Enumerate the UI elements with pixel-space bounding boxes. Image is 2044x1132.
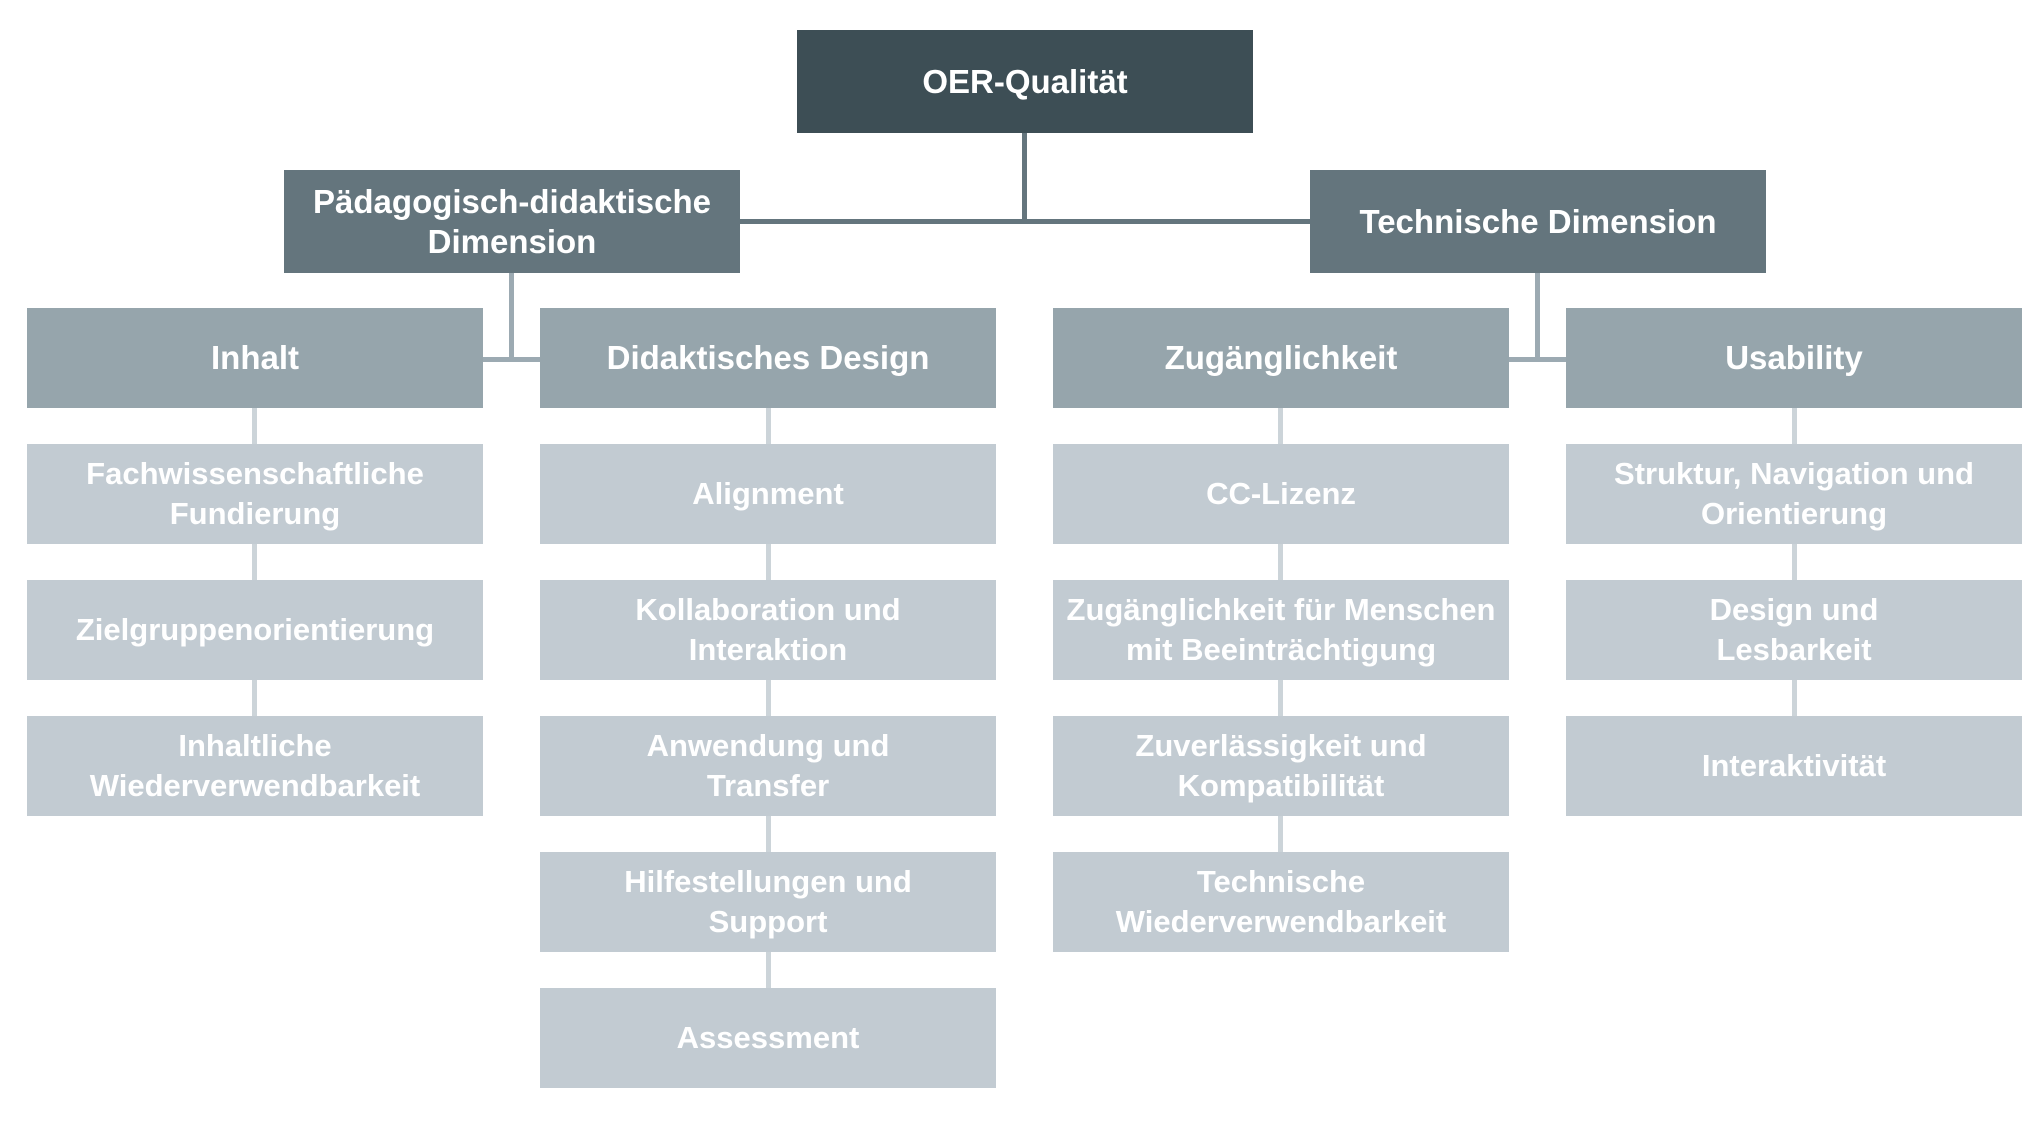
connector-col3-gap2 [1278, 544, 1283, 580]
connector-col2-gap3 [766, 680, 771, 716]
category-box-usability: Usability [1566, 308, 2022, 408]
connector-dimensions-horizontal [740, 219, 1310, 224]
subcategory-box-hilfestellungen-support: Hilfestellungen und Support [540, 852, 996, 952]
category-box-zugaenglichkeit: Zugänglichkeit [1053, 308, 1509, 408]
subcategory-box-zugaenglichkeit-menschen-beeintraechtigung: Zugänglichkeit für Menschen mit Beeinträ… [1053, 580, 1509, 680]
connector-technisch-vertical [1535, 273, 1540, 362]
category-box-inhalt: Inhalt [27, 308, 483, 408]
connector-col3-gap3 [1278, 680, 1283, 716]
connector-col1-gap1 [252, 408, 257, 444]
connector-col2-gap1 [766, 408, 771, 444]
subcategory-box-fachwissenschaftliche-fundierung: Fachwissenschaftliche Fundierung [27, 444, 483, 544]
subcategory-box-design-lesbarkeit: Design und Lesbarkeit [1566, 580, 2022, 680]
subcategory-box-alignment: Alignment [540, 444, 996, 544]
connector-col3-gap1 [1278, 408, 1283, 444]
category-box-didaktisches-design: Didaktisches Design [540, 308, 996, 408]
connector-col1-gap3 [252, 680, 257, 716]
subcategory-box-kollaboration-interaktion: Kollaboration und Interaktion [540, 580, 996, 680]
connector-col4-gap2 [1792, 544, 1797, 580]
connector-technisch-stub [1509, 357, 1572, 362]
dimension-box-paedagogisch-didaktisch: Pädagogisch-didaktische Dimension [284, 170, 740, 273]
connector-col2-gap5 [766, 952, 771, 988]
connector-paedagogisch-vertical [509, 273, 514, 362]
connector-col2-gap4 [766, 816, 771, 852]
subcategory-box-cc-lizenz: CC-Lizenz [1053, 444, 1509, 544]
subcategory-box-technische-wiederverwendbarkeit: Technische Wiederverwendbarkeit [1053, 852, 1509, 952]
subcategory-box-zielgruppenorientierung: Zielgruppenorientierung [27, 580, 483, 680]
connector-paedagogisch-stub [483, 357, 546, 362]
subcategory-box-anwendung-transfer: Anwendung und Transfer [540, 716, 996, 816]
subcategory-box-zuverlaessigkeit-kompatibilitaet: Zuverlässigkeit und Kompatibilität [1053, 716, 1509, 816]
connector-col3-gap4 [1278, 816, 1283, 852]
connector-col4-gap1 [1792, 408, 1797, 444]
subcategory-box-assessment: Assessment [540, 988, 996, 1088]
subcategory-box-interaktivitaet: Interaktivität [1566, 716, 2022, 816]
connector-col2-gap2 [766, 544, 771, 580]
connector-root-vertical [1022, 133, 1027, 223]
root-box-oer-qualitaet: OER-Qualität [797, 30, 1253, 133]
connector-col1-gap2 [252, 544, 257, 580]
subcategory-box-struktur-navigation-orientierung: Struktur, Navigation und Orientierung [1566, 444, 2022, 544]
subcategory-box-inhaltliche-wiederverwendbarkeit: Inhaltliche Wiederverwendbarkeit [27, 716, 483, 816]
connector-col4-gap3 [1792, 680, 1797, 716]
dimension-box-technisch: Technische Dimension [1310, 170, 1766, 273]
